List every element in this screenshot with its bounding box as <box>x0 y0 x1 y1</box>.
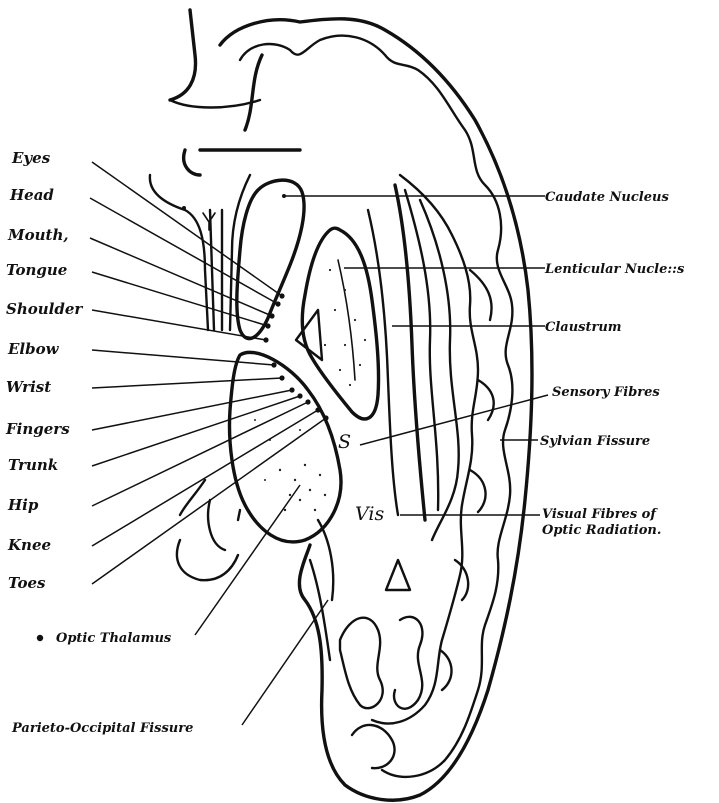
lateral-ventricle <box>150 175 250 330</box>
longitudinal-fissure <box>170 10 300 175</box>
occipital-gyri-3 <box>352 725 395 768</box>
label-claustrum: Claustrum <box>545 320 622 335</box>
label-caudate-nucleus: Caudate Nucleus <box>545 190 669 205</box>
bullet-dot <box>37 635 43 641</box>
occipital-gyri-2 <box>394 617 422 709</box>
claustrum-line-1 <box>368 210 398 515</box>
label-eyes: Eyes <box>11 149 51 167</box>
lenticular-nucleus <box>302 228 378 419</box>
label-head: Head <box>9 186 54 204</box>
dot-marker <box>182 206 186 210</box>
corpus-callosum <box>170 100 260 108</box>
third-ventricle-shape <box>386 560 410 590</box>
visual-fibres-tract <box>310 520 333 660</box>
structure-leaders <box>195 194 548 725</box>
label-visual-fibres: Visual Fibres of <box>542 507 658 522</box>
label-wrist: Wrist <box>6 378 51 396</box>
label-fingers: Fingers <box>5 420 70 438</box>
claustrum-line-2 <box>395 185 425 520</box>
label-hip: Hip <box>7 496 39 514</box>
label-optic-thalamus: Optic Thalamus <box>56 631 172 646</box>
label-sensory-fibres: Sensory Fibres <box>552 385 660 400</box>
lenticular-inner <box>338 260 355 380</box>
label-s: S <box>338 431 351 453</box>
label-shoulder: Shoulder <box>6 300 83 318</box>
label-toes: Toes <box>8 574 46 592</box>
label-optic-radiation: Optic Radiation. <box>542 523 661 538</box>
label-mouth: Mouth, <box>7 226 69 244</box>
label-parieto-occipital-fissure: Parieto-Occipital Fissure <box>11 721 193 736</box>
label-lenticular-nucleus: Lenticular Nucle::s <box>544 262 685 277</box>
cortical-fold-inner <box>372 175 478 724</box>
occipital-gyri <box>340 618 383 709</box>
label-trunk: Trunk <box>8 456 58 474</box>
label-knee: Knee <box>7 536 51 554</box>
brainstem-region <box>177 480 240 580</box>
insula-line-1 <box>405 190 438 510</box>
label-vis: Vis <box>355 503 384 525</box>
label-elbow: Elbow <box>7 340 60 358</box>
label-tongue: Tongue <box>6 261 67 279</box>
insula-line-2 <box>420 200 459 540</box>
label-sylvian-fissure: Sylvian Fissure <box>540 434 650 449</box>
